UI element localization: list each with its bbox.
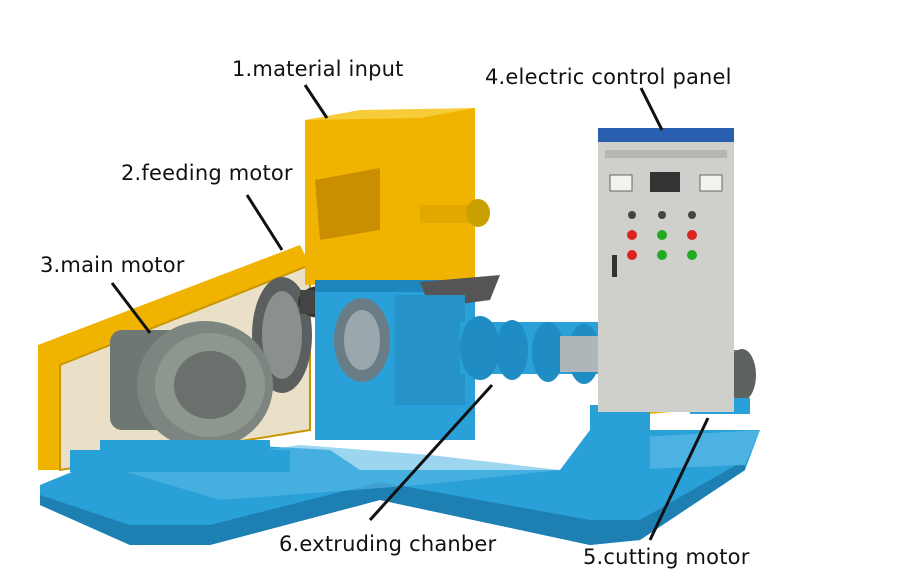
main-body	[315, 275, 500, 440]
label-material-input: 1.material input	[232, 57, 404, 81]
label-control-panel: 4.electric control panel	[485, 65, 732, 89]
leader-feeding-motor	[245, 194, 284, 251]
main-motor	[70, 321, 290, 472]
leader-extruding-chamber	[368, 383, 494, 522]
leader-lines	[110, 84, 710, 541]
material-hopper	[305, 108, 490, 285]
label-main-motor: 3.main motor	[40, 253, 185, 277]
electric-control-panel	[598, 128, 734, 412]
label-feeding-motor: 2.feeding motor	[121, 161, 293, 185]
leader-control-panel	[639, 87, 664, 131]
leader-main-motor	[110, 282, 152, 334]
label-cutting-motor: 5.cutting motor	[583, 545, 750, 569]
leader-material-input	[303, 84, 329, 119]
leader-cutting-motor	[648, 417, 710, 541]
label-extruding-chamber: 6.extruding chanber	[279, 532, 497, 556]
